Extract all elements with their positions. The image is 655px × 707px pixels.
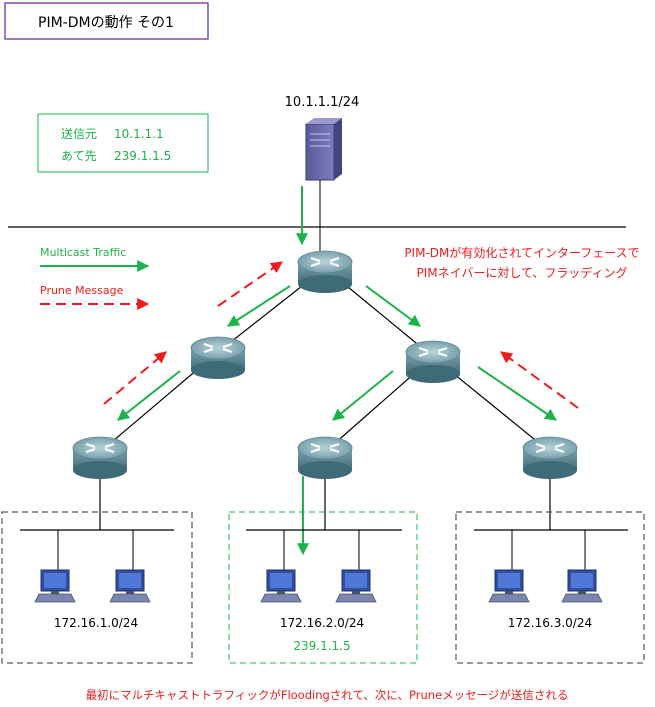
router-icon-leaf-2 bbox=[297, 436, 353, 480]
title-box bbox=[4, 2, 209, 40]
pc-icon bbox=[34, 569, 76, 603]
segment-box-3 bbox=[455, 511, 645, 664]
dest-value: 239.1.1.5 bbox=[114, 149, 171, 163]
source-value: 10.1.1.1 bbox=[114, 127, 164, 141]
note-line-1: PIM-DMが有効化されてインターフェースで bbox=[404, 245, 639, 260]
page-title: PIM-DMの動作 その1 bbox=[38, 15, 174, 31]
dest-label: あて先 bbox=[61, 149, 97, 163]
note-line-2: PIMネイバーに対して、フラッディング bbox=[416, 265, 627, 280]
router-links bbox=[99, 267, 551, 530]
router-icon-leaf-1 bbox=[72, 436, 128, 480]
server-icon bbox=[305, 118, 342, 181]
source-label: 送信元 bbox=[61, 126, 97, 141]
pc-icon bbox=[335, 569, 377, 603]
pc-icon bbox=[260, 569, 302, 603]
segment-network-2: 172.16.2.0/24 bbox=[280, 616, 364, 630]
multicast-arrows bbox=[117, 186, 557, 556]
router-icon-core bbox=[297, 250, 353, 294]
segment-network-3: 172.16.3.0/24 bbox=[508, 616, 592, 630]
segment-group-2: 239.1.1.5 bbox=[293, 639, 350, 653]
prune-arrows bbox=[103, 261, 579, 409]
pc-icon bbox=[488, 569, 530, 603]
info-box bbox=[37, 113, 209, 173]
caption: 最初にマルチキャストトラフィックがFloodingされて、次に、Pruneメッセ… bbox=[86, 688, 569, 702]
legend-prune-label: Prune Message bbox=[40, 284, 124, 297]
pc-icon bbox=[561, 569, 603, 603]
router-icon-right bbox=[405, 340, 461, 384]
router-icon-leaf-3 bbox=[522, 436, 578, 480]
server-label: 10.1.1.1/24 bbox=[285, 95, 360, 110]
router-icon-left bbox=[190, 336, 246, 380]
pc-icon bbox=[109, 569, 151, 603]
segment-box-1 bbox=[1, 511, 193, 664]
legend-multicast-label: Multicast Traffic bbox=[40, 246, 126, 259]
segment-network-1: 172.16.1.0/24 bbox=[54, 616, 138, 630]
segment-box-2 bbox=[228, 511, 418, 664]
